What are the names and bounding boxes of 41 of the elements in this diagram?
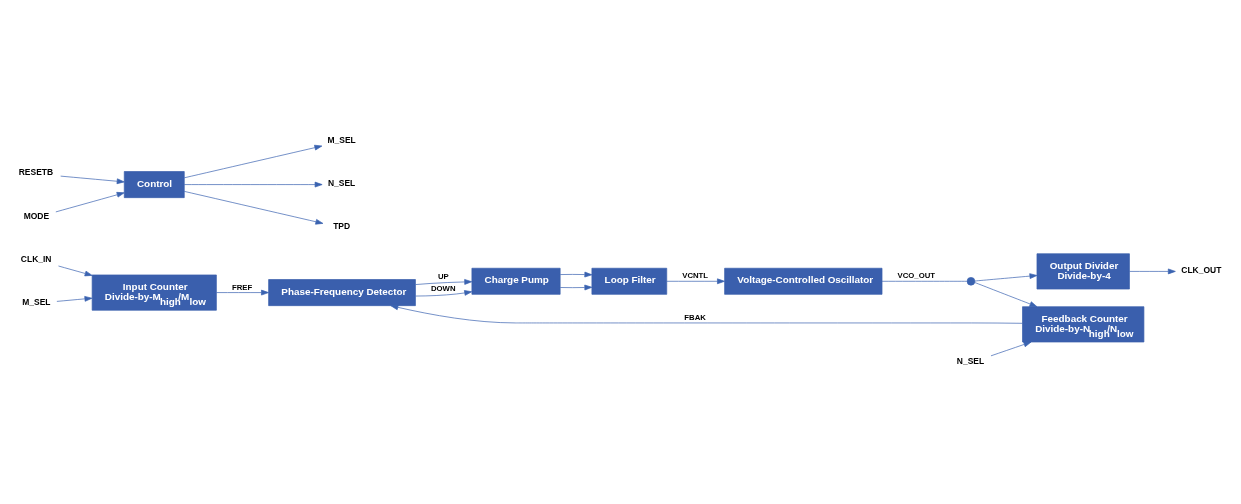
arrow: [559, 284, 593, 291]
node-circle: [966, 277, 976, 286]
node-box: Phase-Frequency Detector: [268, 279, 416, 306]
node-text: CLK_IN: [20, 253, 52, 264]
arrow: [55, 191, 125, 213]
node-box: Voltage-Controlled Oscillator: [724, 267, 883, 295]
node-text: CLK_OUT: [1181, 264, 1222, 275]
node-text: TPD: [333, 221, 351, 232]
node-text: N_SEL: [327, 178, 356, 189]
edge-label: FBAK: [684, 312, 706, 322]
arrow: [390, 304, 1023, 324]
arrow: [216, 289, 269, 296]
arrow: [58, 265, 93, 277]
arrow: [415, 279, 473, 285]
connector: [881, 280, 968, 282]
node-box: Charge Pump: [471, 267, 561, 295]
node-text: N_SEL: [956, 355, 985, 366]
node-box: Output Divider Divide-by-4: [1036, 253, 1130, 290]
arrow: [56, 296, 93, 302]
node-text: MODE: [23, 210, 50, 221]
arrow: [183, 181, 323, 188]
node-box: Control: [123, 171, 185, 198]
arrow: [415, 290, 473, 297]
node-text: M_SEL: [22, 296, 51, 307]
arrow: [990, 341, 1032, 357]
node-text: RESETB: [18, 167, 54, 178]
node-text: M_SEL: [327, 135, 356, 146]
node-box: Loop Filter: [591, 267, 668, 295]
edge-label: FREF: [231, 282, 253, 292]
arrow: [60, 175, 125, 185]
arrow: [183, 191, 324, 225]
edge-label: VCO_OUT: [897, 271, 936, 281]
arrow: [666, 278, 725, 285]
arrow: [183, 144, 323, 179]
edge-label: DOWN: [430, 284, 456, 294]
arrow: [559, 271, 593, 278]
edge-label: VCNTL: [682, 271, 709, 281]
edge-label: UP: [438, 272, 449, 282]
arrow: [974, 273, 1038, 282]
arrow: [974, 282, 1038, 307]
arrow: [1129, 268, 1176, 275]
